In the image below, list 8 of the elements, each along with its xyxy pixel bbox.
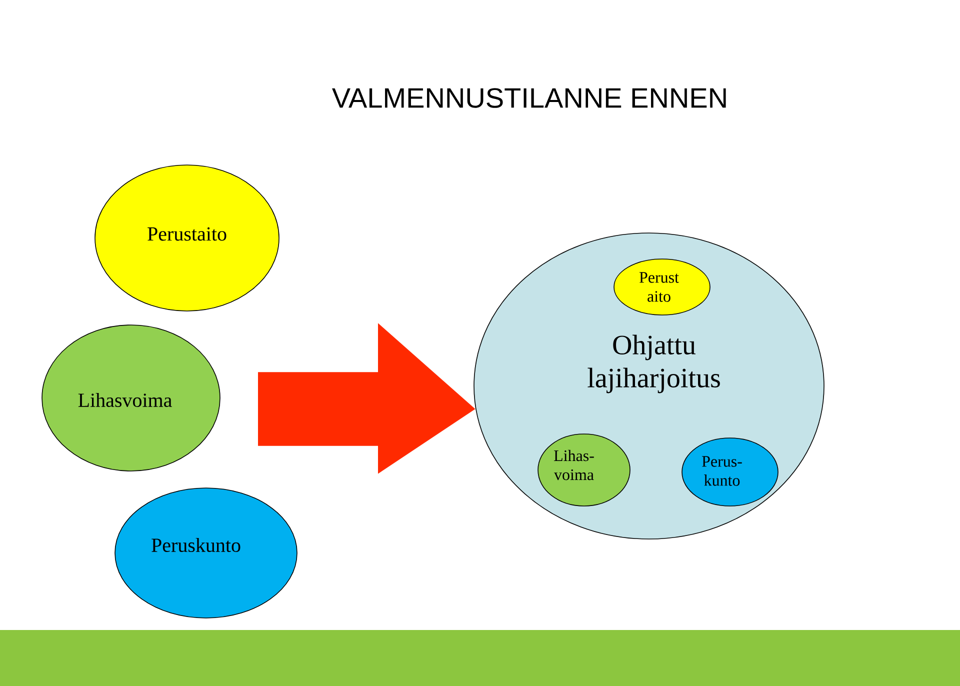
ellipse-node: Perust aito <box>614 258 710 316</box>
ellipse-node: Perustaito <box>94 164 280 312</box>
ellipse-node: Perus- kunto <box>682 438 778 506</box>
title: VALMENNUSTILANNE ENNEN <box>332 88 726 108</box>
block-arrow <box>258 323 476 474</box>
ellipse-node: Lihas- voima <box>538 434 630 506</box>
ellipse-node: Lihasvoima <box>42 324 220 472</box>
ellipse-node: Peruskunto <box>114 488 298 618</box>
